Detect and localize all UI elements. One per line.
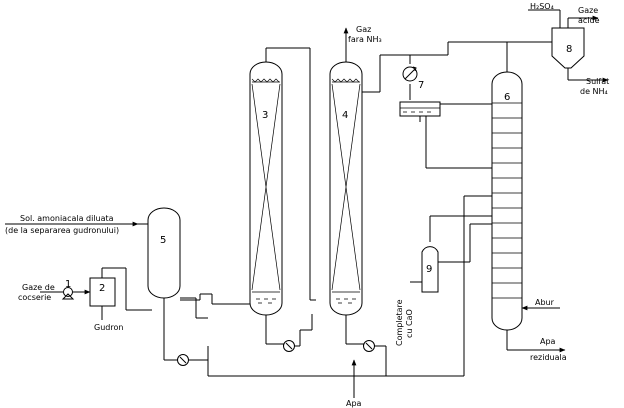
- unit-4-number: 4: [342, 110, 348, 121]
- pump-column-3: [283, 314, 313, 352]
- lime-addition-sublabel: cu CaO: [405, 309, 414, 338]
- gas-no-nh3-sublabel: fara NH₃: [348, 35, 382, 44]
- blower-unit-1: [61, 287, 75, 300]
- vessel-unit-5: [147, 207, 250, 361]
- water-inlet-label: Apa: [346, 399, 362, 408]
- ammonium-sulfate-sublabel: de NH₄: [580, 87, 608, 96]
- tar-label: Gudron: [94, 323, 123, 332]
- residual-water-label: Apa: [540, 337, 556, 346]
- unit-5-number: 5: [160, 235, 166, 246]
- unit-1-number: 1: [65, 279, 71, 290]
- bottom-recycle-lines: [177, 195, 492, 398]
- unit-2-number: 2: [99, 283, 105, 294]
- condenser-unit-7: [399, 66, 492, 169]
- unit-3-number: 3: [262, 110, 268, 121]
- coke-gas-label: Gaze de: [22, 283, 55, 292]
- unit-8-number: 8: [566, 44, 572, 55]
- tar-separator-unit-2: [89, 267, 152, 320]
- acid-gases-label: Gaze: [578, 6, 598, 15]
- unit-6-number: 6: [504, 92, 510, 103]
- ammonia-feed-label: Sol. amoniacala diluata: [20, 214, 114, 223]
- distillation-column-unit-6: [447, 38, 566, 353]
- ammonium-sulfate-label: Sulfat: [586, 77, 609, 86]
- coke-gas-source-label: cocserie: [18, 293, 51, 302]
- vapor-line-to-condenser: [362, 54, 448, 100]
- residual-water-sublabel: reziduala: [530, 353, 567, 362]
- gas-no-nh3-label: Gaz: [356, 25, 371, 34]
- lime-vessel-unit-9: [410, 215, 492, 293]
- lime-addition-label: Completare: [395, 299, 404, 346]
- ammonia-feed-source-label: (de la separarea gudronului): [5, 226, 119, 235]
- acid-gases-sublabel: acide: [578, 16, 600, 25]
- stripping-column-unit-3: [249, 47, 316, 345]
- unit-7-number: 7: [418, 80, 424, 91]
- saturator-unit-8: [528, 9, 609, 83]
- pump-column-4: [363, 340, 375, 352]
- unit-9-number: 9: [426, 264, 432, 275]
- stripping-column-unit-4: [329, 27, 364, 345]
- steam-label: Abur: [535, 298, 555, 307]
- sulfuric-acid-label: H₂SO₄: [530, 2, 554, 11]
